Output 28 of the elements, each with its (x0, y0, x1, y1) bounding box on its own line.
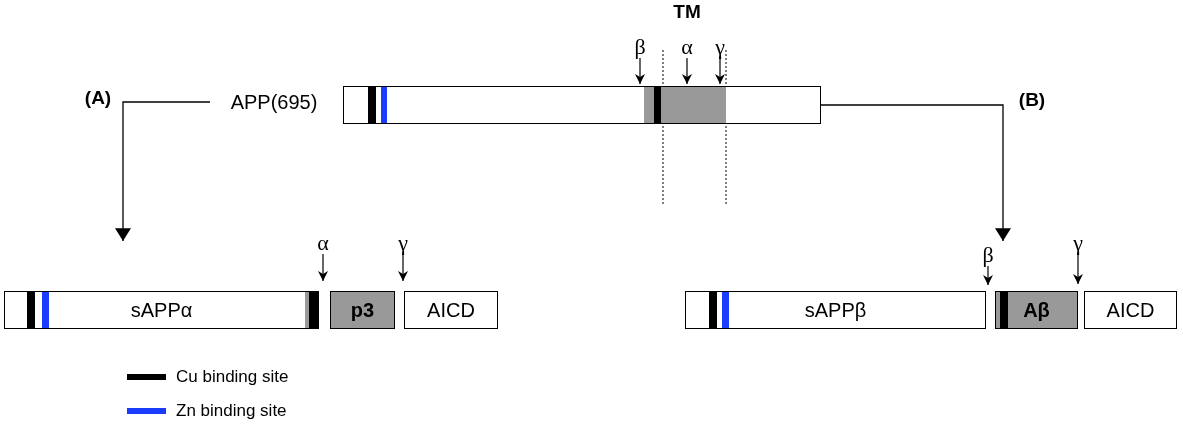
legend-label: Cu binding site (176, 366, 289, 388)
fragment-bar (330, 291, 395, 329)
cleavage-site-label: γ (398, 232, 408, 254)
cleavage-site-label: α (317, 232, 329, 254)
fragment-bar (1084, 291, 1177, 329)
fragment-bar (685, 291, 986, 329)
cleavage-site-label: β (634, 36, 646, 58)
fragment-bar (404, 291, 498, 329)
cleavage-site-label: α (681, 36, 693, 58)
fragment-label: sAPPβ (804, 300, 867, 320)
fragment-label: p3 (350, 300, 375, 320)
fragment-bar (995, 291, 1078, 329)
cleavage-site-label: β (982, 244, 994, 266)
arrow (115, 101, 211, 242)
fragment-label: APP(695) (230, 92, 318, 112)
fragment-bar (4, 291, 319, 329)
protein-bar (343, 86, 821, 124)
panel-label: (A) (84, 88, 112, 107)
fragment-label: AICD (1106, 300, 1155, 320)
panel-label: TM (673, 2, 701, 21)
cleavage-site-label: γ (715, 36, 725, 58)
panel-label: (B) (1018, 90, 1046, 109)
arrow (820, 104, 1011, 242)
legend-label: Zn binding site (176, 400, 287, 422)
fragment-label: Aβ (1023, 300, 1050, 320)
fragment-label: sAPPα (130, 300, 193, 320)
fragment-label: AICD (427, 300, 475, 320)
cleavage-site-label: γ (1073, 232, 1083, 254)
